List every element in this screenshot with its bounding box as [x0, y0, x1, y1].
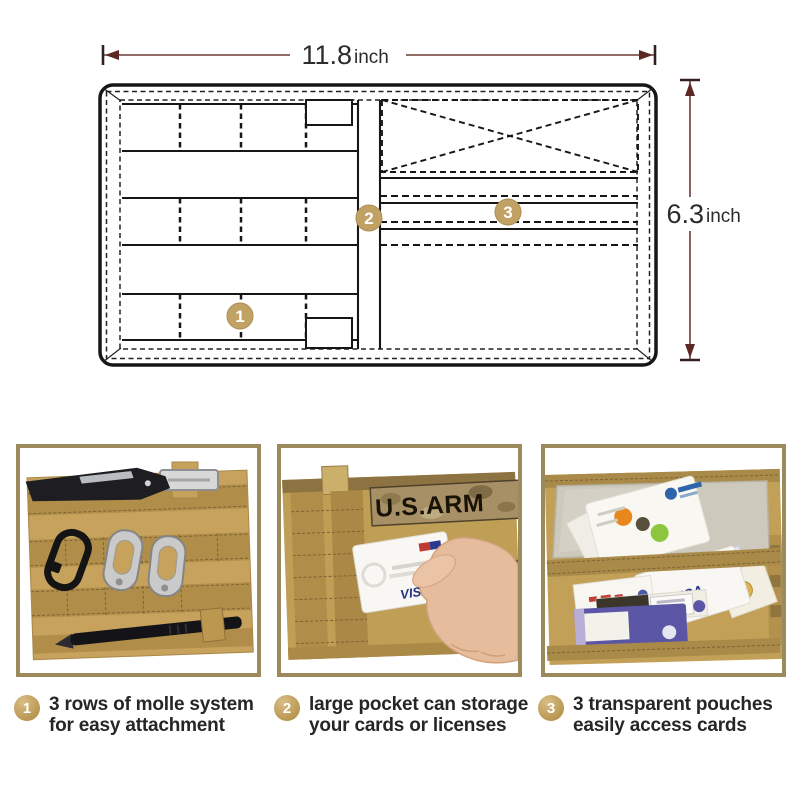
- caption-1-text: 3 rows of molle system for easy attachme…: [49, 694, 254, 737]
- dimension-diagram: 11.8 inch 6.3 inch: [98, 36, 748, 367]
- photo1-scene: [20, 448, 257, 673]
- lower-webbing-band: [546, 637, 781, 662]
- svg-text:2: 2: [364, 209, 373, 228]
- height-value: 6.3: [666, 199, 704, 229]
- silver-carabiner-2: [147, 535, 187, 598]
- mid-webbing-band: [546, 547, 781, 578]
- marker-2: 2: [355, 204, 383, 232]
- folding-knife: [25, 467, 171, 502]
- caption-1-line2: for easy attachment: [49, 715, 225, 737]
- photo2-scene: U.S.ARM VISA: [281, 448, 523, 673]
- caption-2-text: large pocket can storage your cards or l…: [309, 694, 528, 737]
- purple-card: [573, 603, 688, 652]
- width-label-mask: [290, 36, 406, 70]
- height-unit: inch: [706, 206, 741, 227]
- photo-large-pocket: U.S.ARM VISA: [277, 444, 523, 677]
- caption-1-number-badge: 1: [14, 695, 40, 721]
- caption-transparent-pouches: 3 3 transparent pouches easily access ca…: [538, 694, 794, 737]
- width-unit: inch: [354, 47, 389, 68]
- caption-3-line2: easily access cards: [573, 715, 747, 737]
- caption-2-number-badge: 2: [274, 695, 300, 721]
- height-label-mask: [658, 197, 748, 231]
- patch-text: U.S.ARM: [375, 489, 485, 523]
- width-value: 11.8: [301, 40, 352, 70]
- hand: [412, 537, 519, 664]
- caption-molle-rows: 1 3 rows of molle system for easy attach…: [14, 694, 270, 737]
- svg-text:3: 3: [503, 203, 512, 222]
- caption-3-number-badge: 3: [538, 695, 564, 721]
- svg-text:1: 1: [235, 307, 244, 326]
- caption-1-line1: 3 rows of molle system: [49, 694, 254, 715]
- us-army-patch: U.S.ARM: [369, 479, 523, 527]
- bottom-tab: [305, 317, 353, 349]
- photo-transparent-pouches: VISA: [541, 444, 786, 677]
- silver-carabiner-1: [102, 529, 144, 592]
- top-tab: [305, 99, 353, 126]
- marker-3: 3: [494, 198, 522, 226]
- tactical-pen: [54, 607, 242, 649]
- bank-card: [585, 475, 711, 570]
- caption-2-line2: your cards or licenses: [309, 715, 507, 737]
- caption-3-text: 3 transparent pouches easily access card…: [573, 694, 773, 737]
- black-carabiner: [44, 528, 92, 592]
- photo3-scene: VISA: [544, 448, 785, 673]
- caption-3-line1: 3 transparent pouches: [573, 694, 773, 715]
- caption-large-pocket: 2 large pocket can storage your cards or…: [274, 694, 530, 737]
- metal-buckle: [159, 461, 219, 499]
- caption-2-line1: large pocket can storage: [309, 694, 529, 715]
- pocket-zone: [380, 99, 639, 246]
- marker-1: 1: [226, 302, 254, 330]
- molle-rows-zone: [122, 99, 358, 349]
- photo-molle-attachment: [16, 444, 261, 677]
